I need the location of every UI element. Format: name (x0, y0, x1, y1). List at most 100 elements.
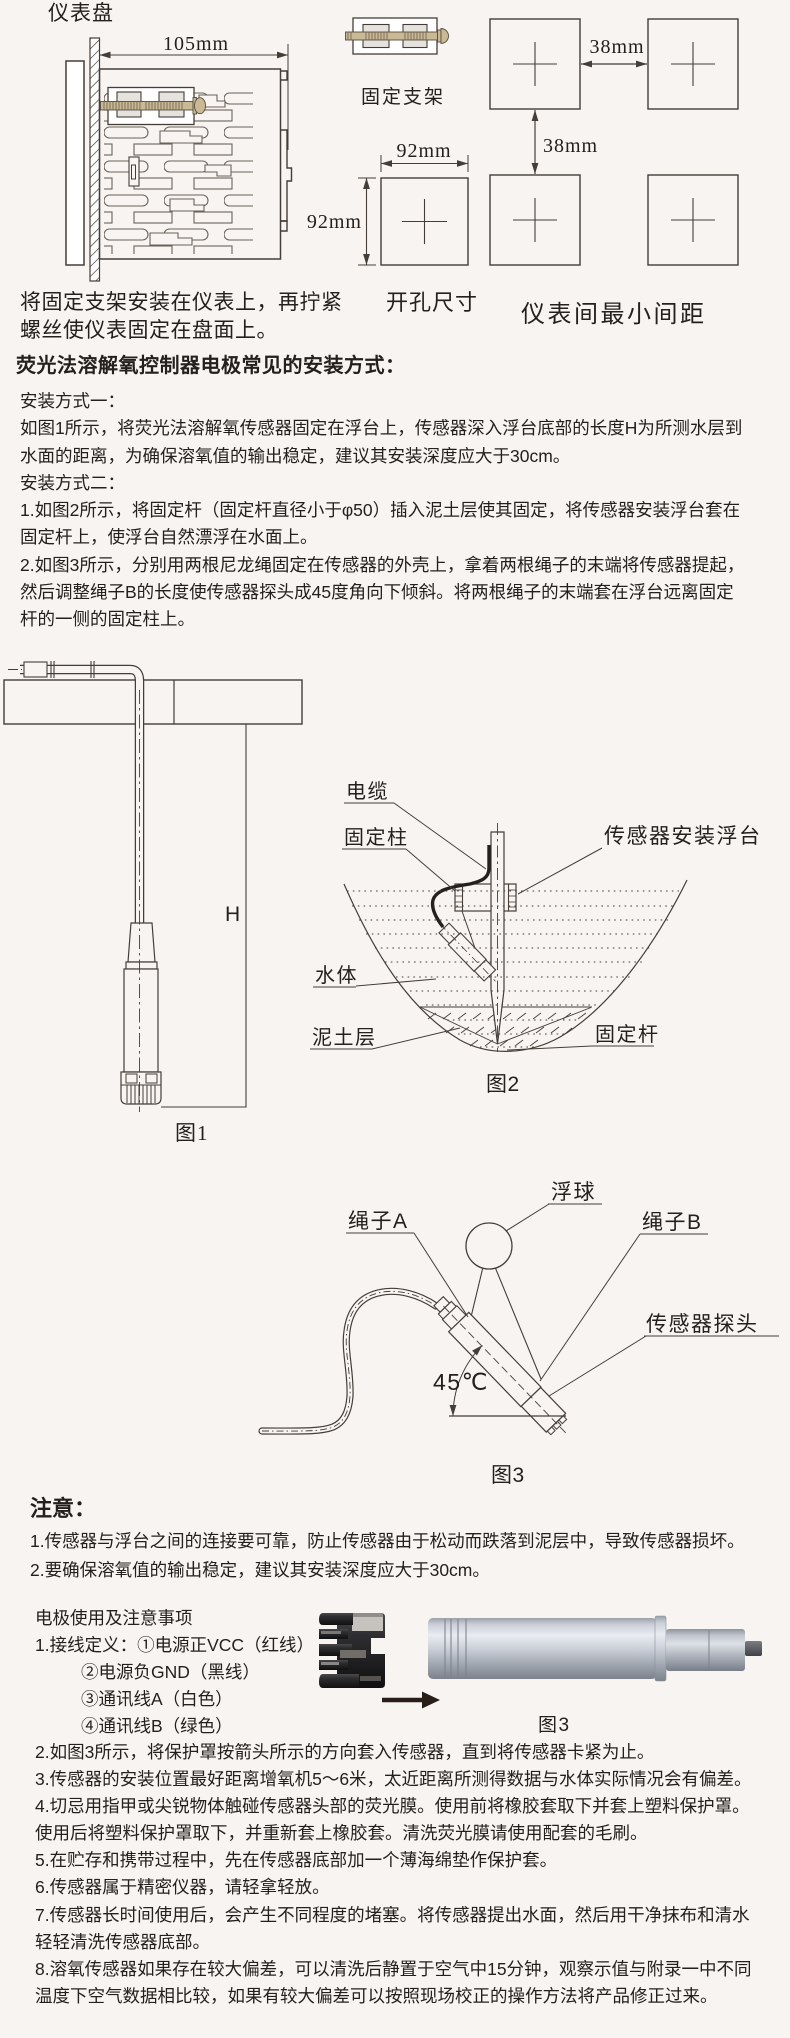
photo-caption: 图3 (538, 1715, 571, 1736)
fig2-leaders (310, 802, 654, 1051)
method2-item2-line: 杆的一侧的固定柱上。 (20, 609, 195, 630)
fig2-label-float: 传感器安装浮台 (604, 825, 762, 848)
method2-item1-line: 固定杆上，使浮台自然漂浮在水面上。 (20, 527, 318, 548)
rail-tab-top (280, 70, 288, 81)
fig1-caption: 图1 (175, 1121, 209, 1145)
fig2-caption: 图2 (486, 1073, 520, 1096)
fig1-sensor (120, 922, 162, 1105)
fig1-h-line (161, 724, 247, 1108)
install-body: 安装方式一： 如图1所示，将荧光法溶解氧传感器固定在浮台上，传感器深入浮台底部的… (20, 388, 780, 634)
figure-3: 浮球 绳子A 绳子B 传感器探头 45℃ 图3 (258, 1181, 779, 1487)
rail-clip (280, 129, 293, 222)
protective-cap (319, 1613, 386, 1688)
panel-hatched-plate (89, 37, 101, 282)
rail-tab-bottom (280, 220, 288, 232)
fig2-water-lines (347, 890, 679, 1048)
sensor-body (428, 1615, 762, 1682)
usage-wiring-sub-line: ③通讯线A（白色） (81, 1689, 233, 1709)
cutout-label: 开孔尺寸 (386, 290, 478, 315)
usage-item-line: 2.如图3所示，将保护罩按箭头所示的方向套入传感器，直到将传感器卡紧为止。 (35, 1742, 655, 1762)
usage-item-line: 6.传感器属于精密仪器，请轻拿轻放。 (35, 1877, 330, 1898)
fig3-label-probe: 传感器探头 (646, 1313, 759, 1336)
fig2-sensor (438, 922, 497, 982)
usage-items: 2.如图3所示，将保护罩按箭头所示的方向套入传感器，直到将传感器卡紧为止。 3.… (35, 1739, 752, 2010)
install-heading: 荧光法溶解氧控制器电极常见的安装方式： (16, 355, 406, 377)
fig1-float-platform (3, 679, 303, 725)
fig3-label-rope-a: 绳子A (348, 1210, 409, 1233)
intro-caption: 将固定支架安装在仪表上，再拧紧 螺丝使仪表固定在盘面上。 (20, 288, 343, 344)
method1-title: 安装方式一： (20, 391, 125, 411)
fig2-mud-layer (420, 1006, 592, 1047)
fig3-label-ball: 浮球 (551, 1181, 596, 1204)
panel-diagram: 105mm (65, 33, 293, 282)
fig3-angle-arc (449, 1344, 483, 1417)
spacing-label: 仪表间最小间距 (521, 301, 707, 328)
notice-item: 1.传感器与浮台之间的连接要可靠，防止传感器由于松动而跌落到泥层中，导致传感器损… (30, 1531, 745, 1551)
fig2-label-water: 水体 (315, 964, 358, 987)
fig3-caption: 图3 (491, 1464, 525, 1487)
dim-38v-text: 38mm (543, 135, 598, 157)
fig2-float (454, 883, 517, 912)
method1-line: 如图1所示，将荧光法溶解氧传感器固定在浮台上，传感器深入浮台底部的长度H为所测水… (20, 418, 743, 439)
figure-2: 电缆 固定柱 传感器安装浮台 水体 泥土层 固定杆 图2 (310, 780, 762, 1096)
spacing-square (489, 174, 581, 266)
spacing-square (489, 18, 581, 110)
fig2-rod (490, 823, 505, 1052)
dim-105-text: 105mm (163, 33, 229, 55)
spacing-square (647, 174, 739, 266)
usage-title: 电极使用及注意事项 (35, 1608, 193, 1628)
fig3-angle-text: 45℃ (433, 1369, 489, 1395)
usage-item-line: 轻轻清洗传感器底部。 (35, 1931, 210, 1952)
intro-caption-line: 螺丝使仪表固定在盘面上。 (20, 318, 278, 342)
spacing-diagram: 38mm 38mm (489, 18, 739, 266)
figure-1: H 图1 (3, 661, 303, 1145)
method2-item1-line: 1.如图2所示，将固定杆（固定杆直径小于φ50）插入泥土层使其固定，将传感器安装… (20, 500, 741, 521)
fig3-leaders (346, 1203, 779, 1397)
fig2-rope (461, 910, 477, 952)
insert-arrow (382, 1691, 440, 1709)
method1-line: 水面的距离，为确保溶氧值的输出稳定，建议其安装深度应大于30cm。 (20, 445, 571, 466)
fig2-label-rod: 固定杆 (595, 1023, 660, 1046)
intro-caption-line: 将固定支架安装在仪表上，再拧紧 (20, 290, 343, 314)
panel-body (98, 68, 282, 260)
bracket-diagram (345, 17, 449, 55)
fig2-label-cable: 电缆 (346, 780, 389, 803)
fig2-label-post: 固定柱 (344, 826, 409, 849)
notice-title: 注意： (30, 1496, 97, 1521)
method2-item2-line: 2.如图3所示，分别用两根尼龙绳固定在传感器的外壳上，拿着两根绳子的末端将传感器… (20, 554, 745, 575)
panel-connector-inner (131, 164, 136, 180)
usage-item-line: 使用后将塑料保护罩取下，并重新套上橡胶套。清洗荧光膜请使用配套的毛刷。 (35, 1823, 648, 1844)
fig2-label-mud: 泥土层 (312, 1026, 377, 1049)
usage-wiring-sub-line: ②电源负GND（黑线） (81, 1662, 260, 1682)
dim-92w-text: 92mm (396, 140, 451, 162)
top-diagrams: 105mm 92mm 92mm (48, 1, 739, 328)
fig3-rope-b (494, 1266, 542, 1380)
sensor-photo: 图3 (319, 1613, 762, 1736)
usage-item-line: 8.溶氧传感器如果存在较大偏差，可以清洗后静置于空气中15分钟，观察示值与附录一… (35, 1958, 752, 1979)
fig3-sensor (433, 1295, 568, 1436)
fig1-cable-connector (23, 661, 48, 678)
panel-label: 仪表盘 (48, 1, 114, 25)
usage-item-line: 7.传感器长时间使用后，会产生不同程度的堵塞。将传感器提出水面，然后用干净抹布和… (35, 1904, 750, 1925)
usage-wiring-line: 1.接线定义：①电源正VCC（红线） (35, 1635, 315, 1655)
notice-item: 2.要确保溶氧值的输出稳定，建议其安装深度应大于30cm。 (30, 1560, 490, 1580)
dim-38h-text: 38mm (589, 36, 644, 58)
usage-item-line: 温度下空气数据相比较，如果有较大偏差可以按照现场校正的操作方法将产品修正过来。 (35, 1985, 718, 2006)
spacing-square (647, 18, 739, 110)
bracket-label: 固定支架 (361, 86, 445, 108)
fig1-h-text: H (225, 903, 242, 926)
fig2-pond-outline (343, 879, 688, 1052)
method2-item2-line: 然后调整绳子B的长度使传感器探头成45度角向下倾斜。将两根绳子的末端套在浮台远离… (20, 582, 734, 603)
usage-item-line: 5.在贮存和携带过程中，先在传感器底部加一个薄海绵垫作保护套。 (35, 1850, 558, 1871)
square-cross-marks (513, 42, 715, 242)
method2-title: 安装方式二： (20, 472, 125, 493)
notice-items: 1.传感器与浮台之间的连接要可靠，防止传感器由于松动而跌落到泥层中，导致传感器损… (30, 1527, 745, 1585)
panel-bezel (65, 60, 85, 266)
fig3-rope-a (470, 1266, 484, 1318)
panel-connector (128, 156, 140, 187)
usage-wiring-sub: ②电源负GND（黑线） ③通讯线A（白色） ④通讯线B（绿色） (81, 1659, 260, 1740)
usage-block: 电极使用及注意事项 1.接线定义：①电源正VCC（红线） (35, 1605, 314, 1659)
fig1-cable (20, 664, 145, 925)
dim-92h-text: 92mm (307, 211, 362, 233)
usage-item-line: 3.传感器的安装位置最好距离增氧机5～6米，太近距离所测得数据与水体实际情况会有… (35, 1769, 752, 1790)
